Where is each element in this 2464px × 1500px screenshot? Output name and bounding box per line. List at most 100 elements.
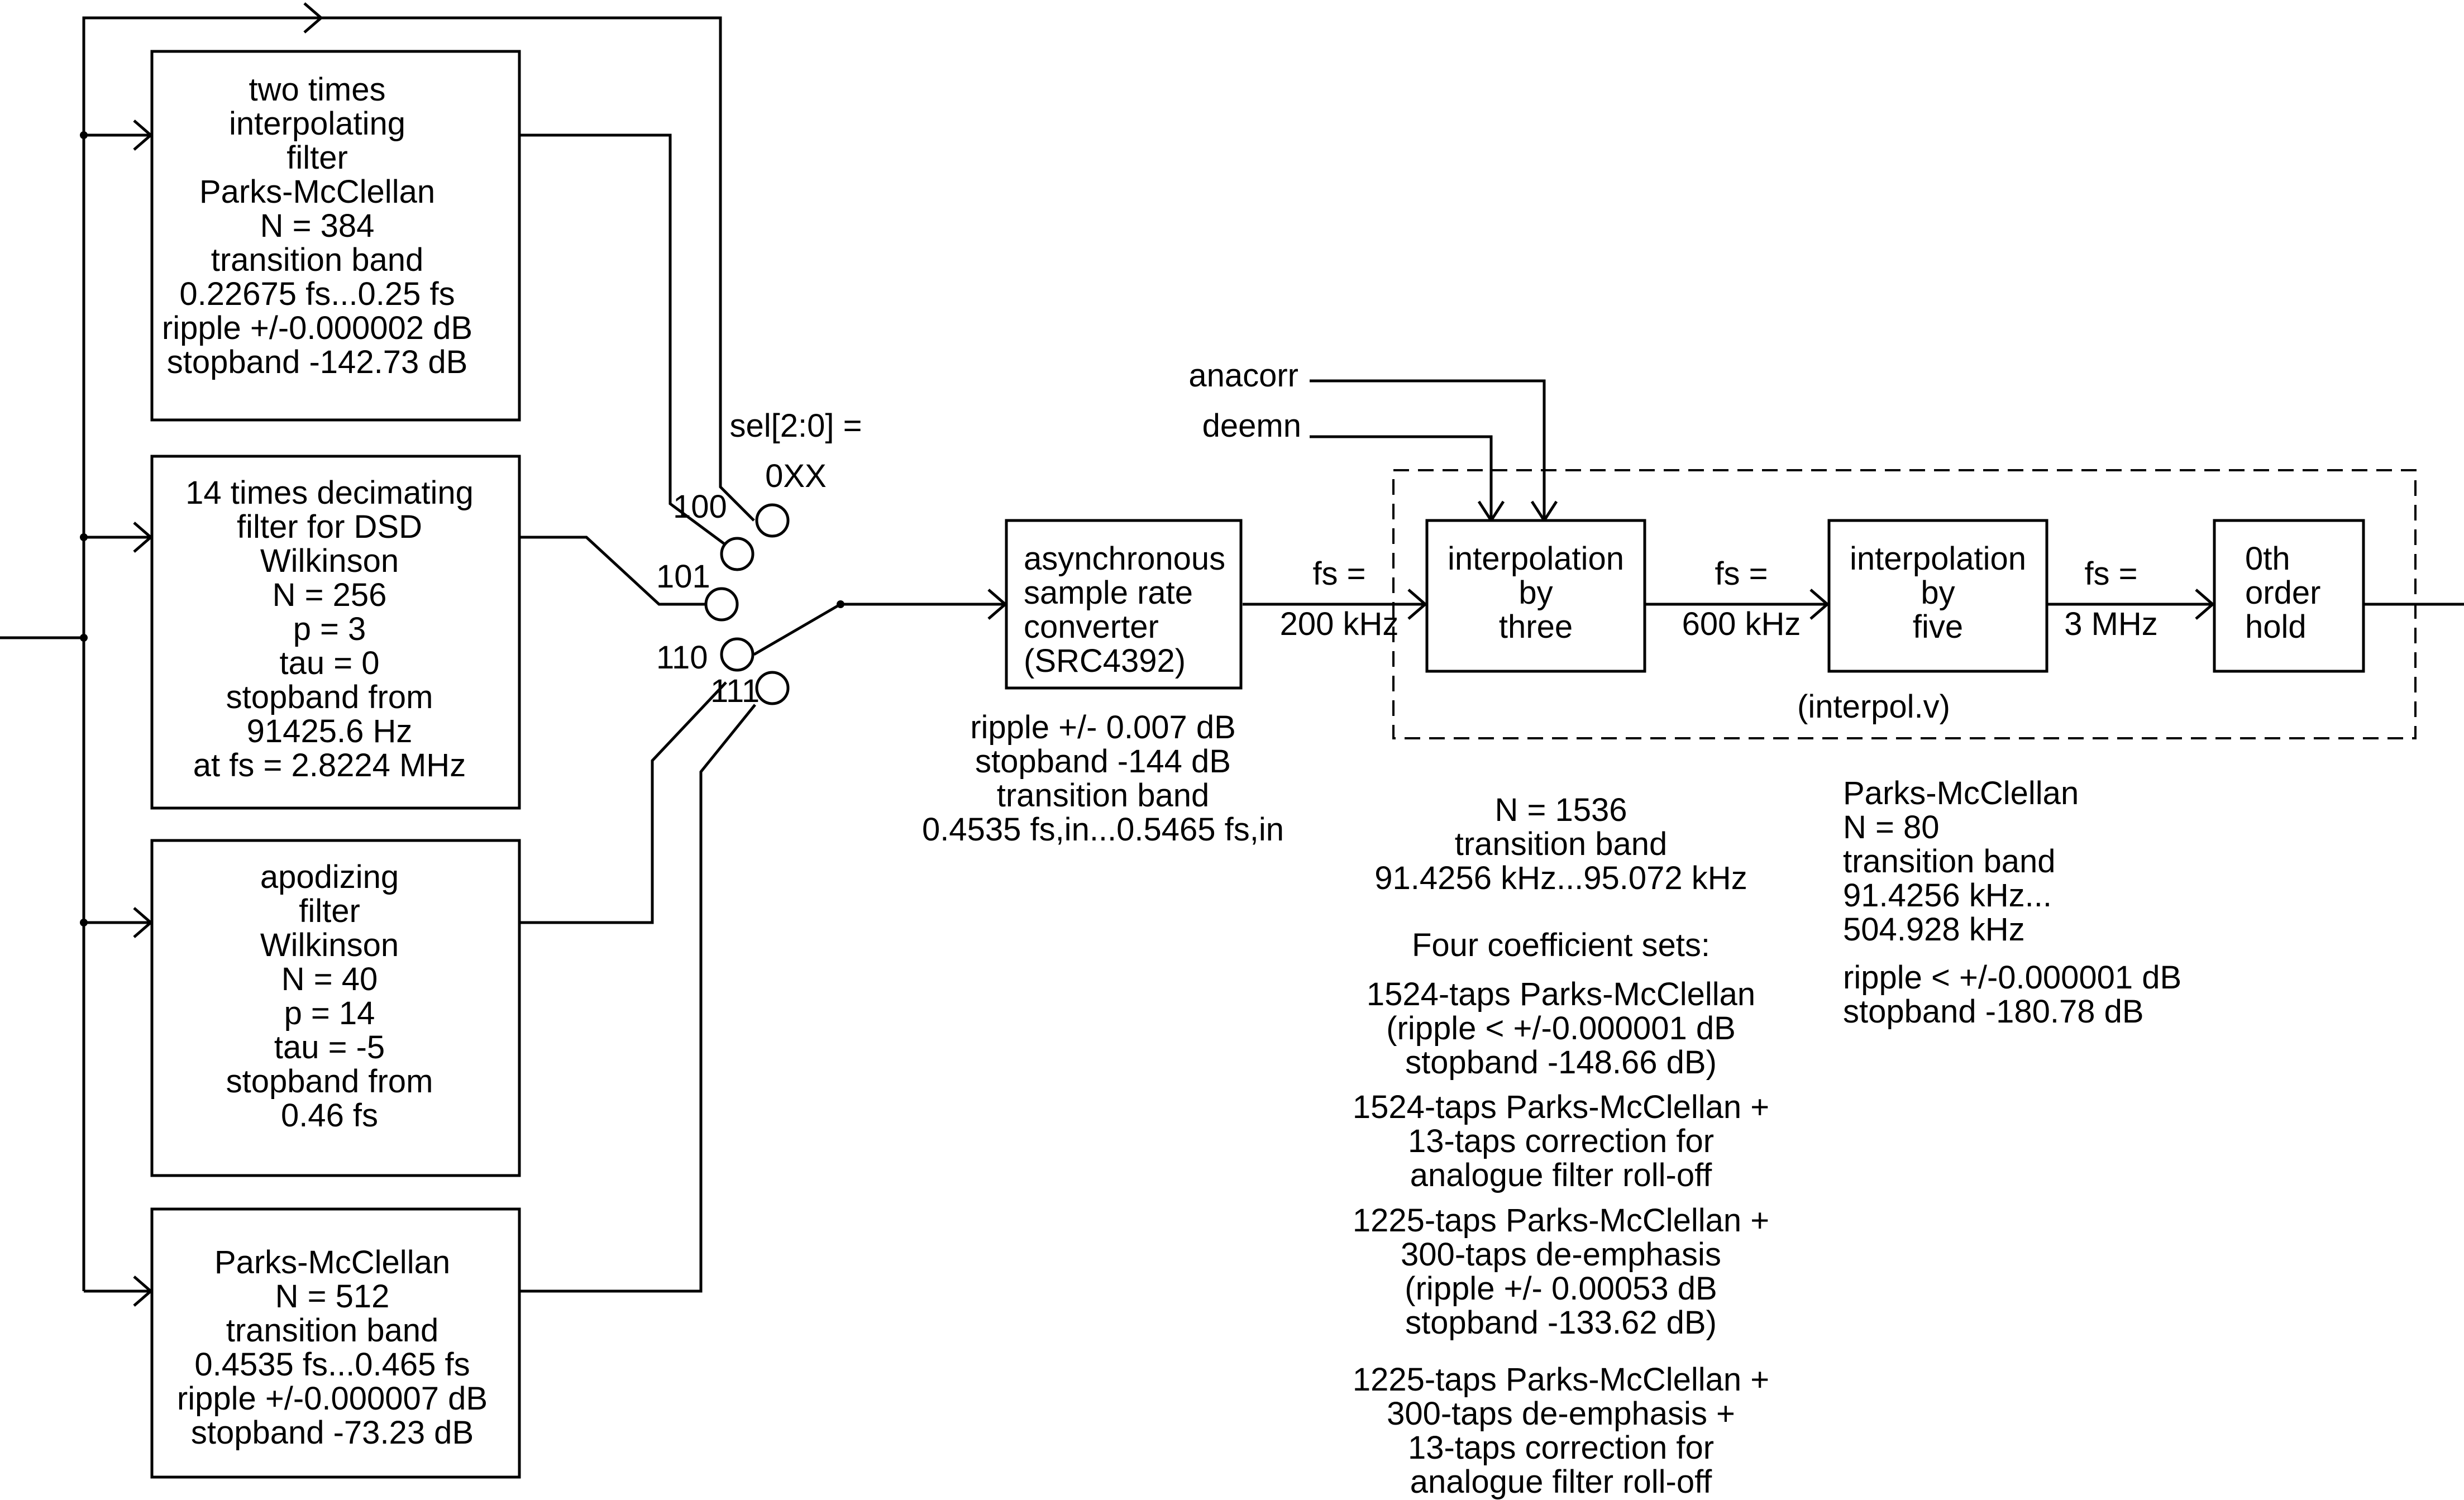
rate-label-200khz: fs = 200 kHz bbox=[1280, 556, 1399, 642]
switch-code-110: 110 bbox=[656, 639, 708, 676]
filter-1-text-line: interpolating bbox=[229, 106, 405, 142]
interp5-spec2-text-line: ripple < +/-0.000001 dB bbox=[1843, 959, 2181, 996]
switch-contact-110 bbox=[720, 637, 755, 672]
arrow-bypass bbox=[303, 2, 323, 34]
coef-set-4-line: 13-taps correction for bbox=[1408, 1430, 1714, 1466]
filter-box-1 bbox=[150, 50, 521, 422]
filter-3-text-line: Wilkinson bbox=[260, 927, 399, 963]
interp5-box-text-line: interpolation bbox=[1850, 541, 2026, 577]
filter-2-text-line: N = 256 bbox=[273, 577, 387, 613]
rate-label-600khz-line: 600 kHz bbox=[1682, 606, 1801, 642]
filter-2-text-line: 14 times decimating bbox=[185, 475, 474, 511]
interp3-spec-text-line: N = 1536 bbox=[1494, 792, 1627, 828]
rate-label-3mhz-line: fs = bbox=[2084, 556, 2137, 592]
rate-label-600khz-line: fs = bbox=[1715, 556, 1768, 592]
interp3-spec-text-line: 91.4256 kHz...95.072 kHz bbox=[1374, 860, 1747, 896]
hold-box-text-line: 0th bbox=[2245, 541, 2290, 577]
switch-code-101: 101 bbox=[656, 558, 710, 595]
src-spec-text-line: 0.4535 fs,in...0.5465 fs,in bbox=[922, 811, 1284, 848]
filter-4-text-line: Parks-McClellan bbox=[214, 1244, 450, 1281]
hold-box bbox=[2213, 519, 2365, 673]
filter-2-text-line: at fs = 2.8224 MHz bbox=[193, 747, 466, 784]
filter-2-text-line: 91425.6 Hz bbox=[247, 713, 413, 749]
interp3-box-text-line: by bbox=[1518, 575, 1553, 611]
coef-set-1-line: 1524-taps Parks-McClellan bbox=[1367, 976, 1755, 1012]
coef-set-1-line: (ripple < +/-0.000001 dB bbox=[1386, 1010, 1736, 1047]
src-box-text-line: converter bbox=[1024, 609, 1159, 645]
filter-2-text-line: filter for DSD bbox=[237, 509, 422, 545]
coef-set-3-line: (ripple +/- 0.00053 dB bbox=[1405, 1270, 1717, 1307]
coef-set-3-line: 300-taps de-emphasis bbox=[1401, 1236, 1721, 1273]
rate-label-3mhz: fs = 3 MHz bbox=[2064, 556, 2158, 642]
filter-1-text-line: 0.22675 fs...0.25 fs bbox=[179, 276, 455, 312]
deemn-label: deemn bbox=[1202, 408, 1301, 444]
filter-4-text-line: stopband -73.23 dB bbox=[191, 1415, 474, 1451]
selector-label: sel[2:0] = 0XX bbox=[730, 408, 862, 494]
interp3-spec-text-line: transition band bbox=[1455, 826, 1667, 862]
selector-label-line: sel[2:0] = bbox=[730, 408, 862, 444]
module-label: (interpol.v) bbox=[1797, 689, 1950, 725]
switch-code-111: 111 bbox=[710, 673, 760, 709]
coef-set-4-line: 300-taps de-emphasis + bbox=[1387, 1396, 1735, 1432]
interpol-module-boundary bbox=[1392, 469, 2417, 739]
switch-contact-100 bbox=[720, 537, 755, 571]
coef-set-2-line: analogue filter roll-off bbox=[1410, 1157, 1712, 1193]
interp3-box-text-line: three bbox=[1499, 609, 1573, 645]
coef-set-3: 1225-taps Parks-McClellan +300-taps de-e… bbox=[1353, 1202, 1769, 1341]
filter-1-text-line: filter bbox=[286, 140, 348, 176]
coef-set-1: 1524-taps Parks-McClellan(ripple < +/-0.… bbox=[1367, 976, 1755, 1081]
rate-label-200khz-line: 200 kHz bbox=[1280, 606, 1399, 642]
src-box-text-line: asynchronous bbox=[1024, 541, 1225, 577]
filter-1-text-line: N = 384 bbox=[260, 208, 375, 244]
arrow-interp5 bbox=[1809, 589, 1830, 620]
coef-set-3-line: 1225-taps Parks-McClellan + bbox=[1353, 1202, 1769, 1239]
coef-set-2: 1524-taps Parks-McClellan +13-taps corre… bbox=[1353, 1089, 1769, 1193]
rate-label-200khz-line: fs = bbox=[1312, 556, 1365, 592]
src-spec-text-line: transition band bbox=[997, 777, 1209, 814]
filter-4-output bbox=[519, 704, 756, 1293]
interp5-box bbox=[1827, 519, 2048, 673]
coef-set-4-line: analogue filter roll-off bbox=[1410, 1464, 1712, 1500]
filter-2-output bbox=[519, 536, 705, 606]
coef-set-4: 1225-taps Parks-McClellan +300-taps de-e… bbox=[1353, 1362, 1769, 1500]
interp5-spec-text-line: 91.4256 kHz... bbox=[1843, 877, 2052, 914]
coef-set-2-line: 13-taps correction for bbox=[1408, 1123, 1714, 1159]
interp5-box-text-line: five bbox=[1913, 609, 1963, 645]
filter-1-text-line: stopband -142.73 dB bbox=[167, 344, 468, 380]
src-spec-text-line: stopband -144 dB bbox=[975, 743, 1231, 780]
rate-label-600khz: fs = 600 kHz bbox=[1682, 556, 1801, 642]
coef-title: Four coefficient sets: bbox=[1412, 927, 1710, 963]
switch-code-100: 100 bbox=[673, 489, 727, 525]
switch-arm bbox=[753, 603, 842, 656]
wires bbox=[0, 16, 2464, 1293]
filter-1-output bbox=[519, 133, 732, 550]
filter-2-text-line: p = 3 bbox=[293, 611, 366, 647]
coef-set-2-line: 1524-taps Parks-McClellan + bbox=[1353, 1089, 1769, 1125]
filter-2-text-line: tau = 0 bbox=[280, 645, 380, 681]
anacorr-line bbox=[1310, 379, 1546, 520]
arrow-hold bbox=[2195, 589, 2215, 620]
selector-label-line: 0XX bbox=[765, 458, 827, 494]
filter-1-text-line: two times bbox=[249, 71, 386, 108]
interp5-box-text-line: by bbox=[1921, 575, 1955, 611]
rate-label-3mhz-line: 3 MHz bbox=[2064, 606, 2158, 642]
hold-box-text-line: hold bbox=[2245, 609, 2307, 645]
filter-2-text-line: stopband from bbox=[226, 679, 433, 715]
interp5-spec-text-line: 504.928 kHz bbox=[1843, 911, 2025, 948]
src-spec-text-line: ripple +/- 0.007 dB bbox=[970, 709, 1236, 746]
filter-box-4 bbox=[150, 1207, 521, 1479]
arrow-interp3 bbox=[1407, 589, 1427, 620]
filter-3-text-line: filter bbox=[299, 893, 360, 929]
coef-set-4-line: 1225-taps Parks-McClellan + bbox=[1353, 1362, 1769, 1398]
